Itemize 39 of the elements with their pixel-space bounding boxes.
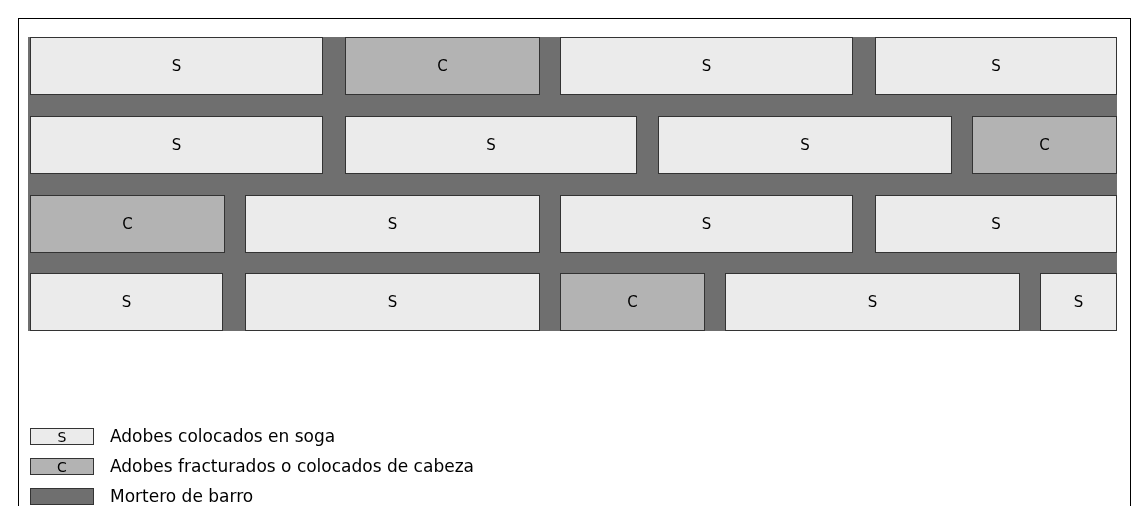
brick-letter: S: [701, 57, 712, 75]
header-adobe-brick: [30, 195, 225, 253]
stretcher-adobe-brick: [245, 195, 540, 253]
brick-letter: S: [701, 215, 712, 233]
legend-swatch: C: [30, 458, 94, 475]
header-adobe-brick: [972, 116, 1117, 174]
stretcher-adobe-brick: [30, 37, 323, 95]
stretcher-adobe-brick: [30, 273, 223, 331]
stretcher-adobe-brick: [560, 195, 853, 253]
header-adobe-brick: [345, 37, 540, 95]
brick-letter: S: [171, 136, 182, 154]
stretcher-adobe-brick: [345, 116, 637, 174]
stretcher-adobe-brick: [560, 37, 853, 95]
brick-letter: S: [991, 57, 1001, 75]
brick-letter: S: [121, 293, 132, 311]
header-adobe-brick: [560, 273, 705, 331]
brick-letter: S: [867, 293, 878, 311]
stretcher-adobe-brick: [30, 116, 323, 174]
stretcher-adobe-brick: [1040, 273, 1117, 331]
brick-letter: C: [1039, 136, 1050, 154]
legend-swatch: S: [30, 428, 94, 445]
brick-letter: S: [171, 57, 182, 75]
legend-text: Adobes colocados en soga: [110, 426, 336, 446]
stretcher-adobe-brick: [875, 195, 1117, 253]
brick-letter: S: [800, 136, 810, 154]
brick-letter: S: [1073, 293, 1084, 311]
brick-letter: C: [627, 293, 638, 311]
legend-text: Mortero de barro: [110, 486, 254, 506]
legend-text: Adobes fracturados o colocados de cabeza: [110, 456, 474, 476]
brick-letter: C: [437, 57, 448, 75]
stretcher-adobe-brick: [658, 116, 952, 174]
stretcher-adobe-brick: [725, 273, 1020, 331]
brick-letter: S: [387, 293, 398, 311]
brick-letter: S: [387, 215, 398, 233]
stretcher-adobe-brick: [875, 37, 1117, 95]
brick-letter: S: [991, 215, 1001, 233]
brick-letter: C: [122, 215, 133, 233]
brick-letter: S: [486, 136, 496, 154]
stretcher-adobe-brick: [245, 273, 540, 331]
